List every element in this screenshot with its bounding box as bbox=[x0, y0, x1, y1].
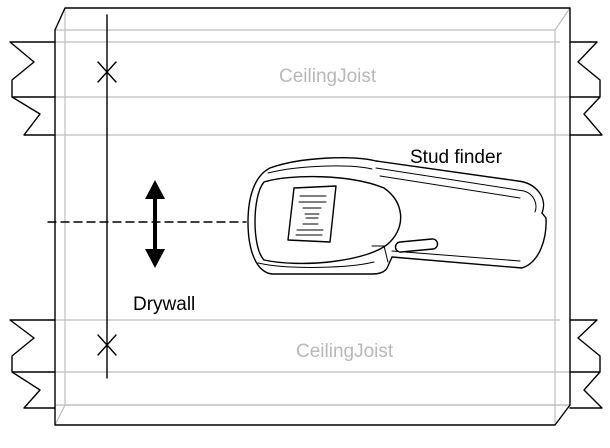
drywall-outline bbox=[54, 7, 571, 426]
drywall-panel bbox=[54, 7, 571, 426]
stud-finder-handle-top-edge bbox=[375, 167, 537, 213]
stud-finder-label: Stud finder bbox=[410, 147, 503, 168]
stud-mark-top bbox=[97, 61, 117, 83]
joist-bottom-left-break bbox=[9, 319, 56, 409]
movement-arrow-icon bbox=[145, 180, 165, 268]
ceiling-joist-bottom: CeilingJoist bbox=[9, 319, 603, 409]
stud-finder-display bbox=[287, 185, 337, 243]
stud-finder-handle-inner-edge bbox=[379, 175, 521, 199]
stud-finder-base-lines bbox=[257, 245, 389, 268]
display-readout-lines bbox=[295, 195, 327, 236]
scan-path bbox=[97, 14, 117, 379]
joist-bottom-hidden-edges bbox=[55, 319, 570, 406]
joist-top-right-break bbox=[569, 41, 603, 136]
stud-finder-device bbox=[247, 156, 547, 275]
joist-bottom-label: CeilingJoist bbox=[296, 341, 394, 362]
arrow-head-up bbox=[145, 180, 165, 199]
joist-top-hidden-edges bbox=[55, 41, 570, 136]
drywall-label: Drywall bbox=[133, 294, 195, 315]
drywall-hidden-edges bbox=[54, 7, 571, 426]
joist-bottom-right-break bbox=[569, 319, 603, 409]
stud-finder-handle-bottom-edge bbox=[391, 250, 521, 262]
stud-finder-top-ridge bbox=[267, 165, 373, 174]
joist-top-left-break bbox=[9, 41, 56, 136]
arrow-head-down bbox=[145, 249, 165, 268]
ceiling-joist-top: CeilingJoist bbox=[9, 41, 603, 136]
stud-finder-slot bbox=[394, 238, 439, 253]
stud-mark-bottom bbox=[97, 334, 117, 356]
joist-top-label: CeilingJoist bbox=[279, 66, 377, 87]
